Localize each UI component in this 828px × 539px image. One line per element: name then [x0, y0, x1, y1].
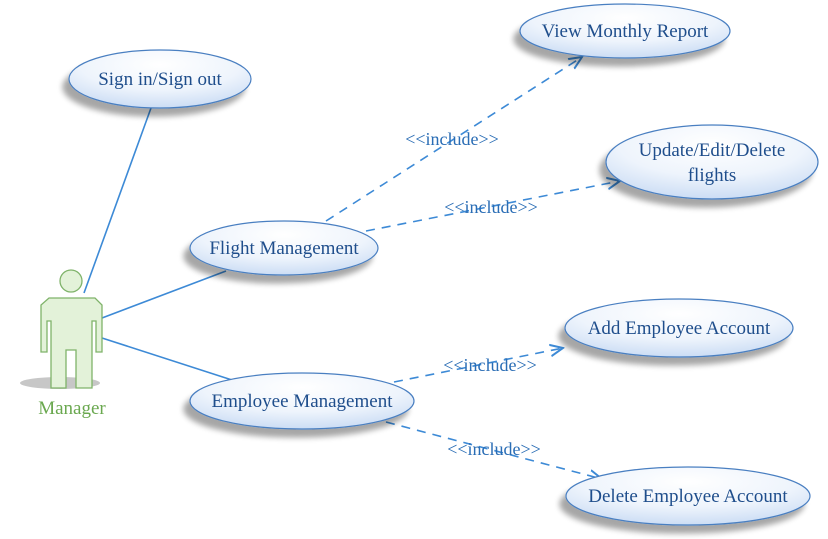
- actor-head: [59, 269, 83, 293]
- assoc-signin-line: [83, 107, 152, 294]
- use-case-label: Update/Edit/Delete: [639, 140, 786, 161]
- use-case-label: Sign in/Sign out: [98, 69, 222, 90]
- actor-label: Manager: [38, 398, 106, 419]
- use-case-label: Add Employee Account: [588, 318, 771, 339]
- include-add-employee-arrow: [393, 348, 563, 383]
- use-case-flight-management: Flight Management: [189, 220, 379, 276]
- use-case-update-flights: Update/Edit/Delete flights: [605, 124, 819, 200]
- assoc-flight-line: [101, 270, 227, 319]
- use-case-label: Employee Management: [212, 391, 394, 412]
- use-case-delete-employee-account: Delete Employee Account: [565, 466, 811, 526]
- include-label: <<include>>: [405, 129, 499, 149]
- include-label: <<include>>: [444, 197, 538, 217]
- assoc-employee-line: [101, 337, 233, 381]
- use-case-label: flights: [688, 165, 737, 186]
- include-delete-employee-arrow: [385, 421, 602, 479]
- use-case-view-monthly-report: View Monthly Report: [519, 3, 731, 59]
- use-case-employee-management: Employee Management: [189, 372, 415, 430]
- use-case-label: Flight Management: [209, 238, 359, 259]
- use-case-add-employee-account: Add Employee Account: [564, 298, 794, 358]
- include-label: <<include>>: [443, 355, 537, 375]
- include-label: <<include>>: [447, 439, 541, 459]
- include-view-report-arrow: [325, 57, 582, 222]
- use-case-sign-in: Sign in/Sign out: [68, 49, 252, 109]
- use-case-label: View Monthly Report: [542, 21, 709, 42]
- include-update-flights-arrow: [365, 181, 620, 232]
- actor-manager: Manager: [20, 269, 106, 419]
- actor-body: [40, 297, 103, 389]
- use-case-label: Delete Employee Account: [588, 486, 788, 507]
